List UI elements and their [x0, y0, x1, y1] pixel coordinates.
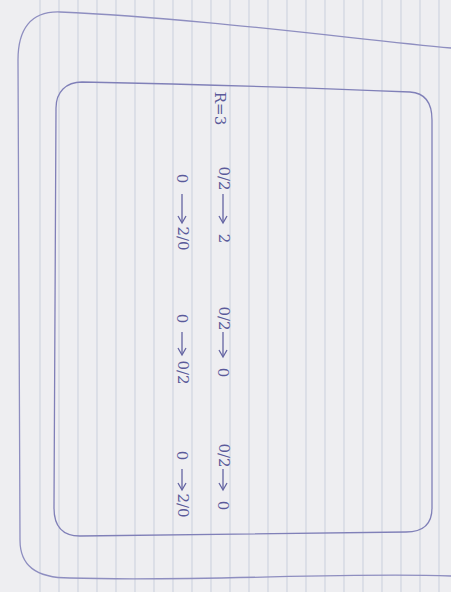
handwritten-value: 0	[215, 500, 230, 510]
handwritten-value: 2	[216, 233, 231, 243]
handwritten-value: 2/0	[174, 226, 189, 250]
handwritten-value: 0/2	[215, 166, 230, 190]
handwritten-value: 0/2	[174, 360, 189, 384]
handwritten-note: R=3	[213, 91, 228, 124]
handwritten-value: 0	[174, 173, 189, 183]
handwritten-value: 0	[174, 313, 189, 323]
handwritten-value: 0	[215, 367, 230, 377]
handwritten-value: 2/0	[174, 493, 189, 517]
handwritten-value: 0/2	[215, 306, 230, 330]
handwritten-value: 0/2	[215, 443, 230, 467]
handwritten-value: 0	[174, 450, 189, 460]
